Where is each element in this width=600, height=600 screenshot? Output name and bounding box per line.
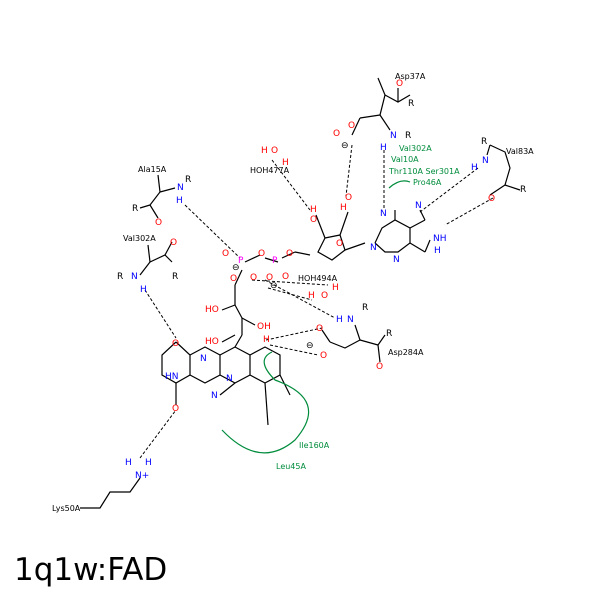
atom-n: N: [211, 391, 218, 401]
atom-labels: O N HN N N O HO HO OH H O P O P O O O O …: [117, 79, 526, 481]
atom-h: H: [145, 458, 152, 468]
atom-r: R: [362, 303, 368, 313]
residue-asp284a: Asp284A: [388, 348, 424, 357]
ligand-title: 1q1w:FAD: [14, 552, 168, 588]
residue-ala15a: Ala15A: [138, 165, 167, 174]
atom-o: O: [348, 121, 355, 131]
atom-o: O: [345, 193, 352, 203]
atom-r: R: [520, 185, 526, 195]
atom-o: O: [222, 249, 229, 259]
atom-h: H: [263, 335, 270, 345]
atom-o: O: [336, 239, 343, 249]
atom-n: N: [393, 255, 400, 265]
atom-hn: HN: [165, 372, 179, 382]
residue-bonds: [80, 77, 521, 509]
residue-asp37a: Asp37A: [395, 72, 426, 81]
hydrophobic-val10a: Val10A: [391, 155, 419, 164]
atom-h: H: [310, 205, 317, 215]
atom-n: N: [380, 209, 387, 219]
atom-o: O: [286, 249, 293, 259]
atom-r: R: [386, 329, 392, 339]
water-h: H: [308, 291, 315, 301]
hydrophobic-thr110a-ser301a: Thr110A Ser301A: [388, 167, 460, 176]
charge-minus: ⊖: [232, 263, 240, 273]
atom-o: O: [172, 404, 179, 414]
atom-n: N: [390, 131, 397, 141]
atom-r: R: [185, 175, 191, 185]
atom-h: H: [336, 315, 343, 325]
atom-h: H: [140, 285, 147, 295]
atom-r: R: [408, 99, 414, 109]
ligand-bonds: [161, 209, 431, 426]
water-o: O: [271, 146, 278, 156]
atom-ho: HO: [205, 337, 219, 347]
atom-o: O: [155, 218, 162, 228]
atom-r: R: [405, 131, 411, 141]
hydrophobic-pro46a: Pro46A: [413, 178, 442, 187]
atom-o: O: [172, 339, 179, 349]
charge-minus: ⊖: [306, 341, 314, 351]
atom-o: O: [170, 238, 177, 248]
hydrophobic-leu45a: Leu45A: [276, 462, 306, 471]
atom-n: N: [177, 183, 184, 193]
atom-ho: HO: [205, 305, 219, 315]
atom-r: R: [132, 204, 138, 214]
atom-n: N: [482, 156, 489, 166]
water-h: H: [282, 158, 289, 168]
hydrophobic-labels: Val302A Val10A Thr110A Ser301A Pro46A Il…: [276, 144, 460, 471]
atom-o: O: [258, 249, 265, 259]
atom-n: N: [415, 201, 422, 211]
atom-n: N: [370, 243, 377, 253]
atom-n: N: [131, 272, 138, 282]
atom-n: N: [200, 354, 207, 364]
atom-o: O: [320, 351, 327, 361]
atom-o: O: [396, 79, 403, 89]
atom-o: O: [376, 362, 383, 372]
residue-labels: Asp37A Val83A Ala15A HOH477A Val302A HOH…: [52, 72, 534, 513]
atom-nplus: N+: [135, 471, 149, 481]
water-h: H: [332, 283, 339, 293]
atom-h: H: [471, 163, 478, 173]
residue-lys50a: Lys50A: [52, 504, 81, 513]
atom-h: H: [340, 203, 347, 213]
atom-p: P: [272, 256, 278, 266]
water-h: H: [261, 146, 268, 156]
atom-h: H: [125, 458, 132, 468]
hydrophobic-contacts: [221, 180, 411, 454]
charge-minus: ⊖: [270, 281, 278, 291]
atom-o: O: [316, 324, 323, 334]
residue-val302a: Val302A: [123, 234, 156, 243]
atom-r: R: [117, 272, 123, 282]
atom-p: P: [238, 256, 244, 266]
atom-nh: NH: [433, 234, 447, 244]
atom-o: O: [488, 194, 495, 204]
atom-r: R: [172, 272, 178, 282]
atom-o: O: [310, 215, 317, 225]
atom-n: N: [226, 374, 233, 384]
atom-o: O: [230, 274, 237, 284]
atom-h: H: [380, 143, 387, 153]
atom-o: O: [266, 273, 273, 283]
atom-h: H: [434, 246, 441, 256]
water-o: O: [321, 291, 328, 301]
atom-h: H: [176, 196, 183, 206]
residue-hoh477a: HOH477A: [250, 166, 290, 175]
atom-o: O: [333, 129, 340, 139]
hydrophobic-ile160a: Ile160A: [299, 441, 330, 450]
residue-val83a: Val83A: [506, 147, 534, 156]
atom-oh: OH: [257, 322, 271, 332]
hydrogen-bonds: [139, 144, 494, 459]
atom-o: O: [250, 273, 257, 283]
atom-r: R: [481, 137, 487, 147]
atom-o: O: [282, 272, 289, 282]
residue-hoh494a: HOH494A: [298, 274, 338, 283]
atom-n: N: [347, 315, 354, 325]
hydrophobic-val302a: Val302A: [399, 144, 432, 153]
charge-minus: ⊖: [341, 141, 349, 151]
